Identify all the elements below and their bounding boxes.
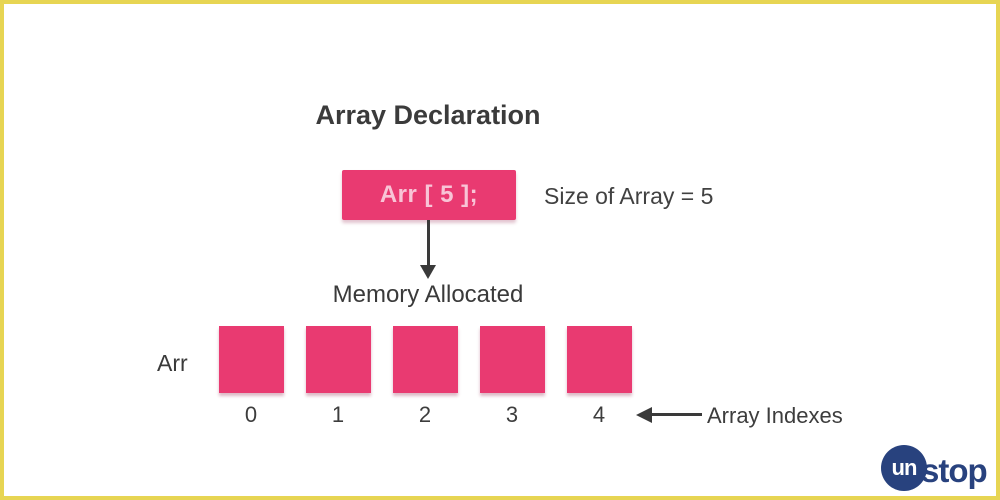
unstop-logo-circle-text: un: [891, 455, 918, 480]
unstop-logo: un stop: [881, 445, 988, 491]
array-cell-1: [306, 326, 371, 393]
index-label-1: 1: [331, 402, 345, 427]
index-label-3: 3: [505, 402, 519, 427]
memory-allocated-label: Memory Allocated: [332, 281, 524, 308]
index-label-4: 4: [592, 402, 606, 427]
array-cell-2: [393, 326, 458, 393]
index-label-2: 2: [418, 402, 432, 427]
down-arrow-head-icon: [420, 265, 436, 279]
array-cell-4: [567, 326, 632, 393]
down-arrow-icon: [427, 220, 430, 266]
left-arrow-icon: [650, 413, 702, 416]
declaration-box: Arr [ 5 ];: [342, 170, 516, 220]
size-of-array-label: Size of Array = 5: [544, 183, 714, 209]
array-cell-0: [219, 326, 284, 393]
array-cell-3: [480, 326, 545, 393]
array-name-label: Arr: [157, 350, 188, 376]
unstop-logo-suffix-text: stop: [921, 451, 988, 489]
page-title: Array Declaration: [315, 100, 541, 130]
unstop-logo-circle-icon: un: [881, 445, 927, 491]
left-arrow-head-icon: [636, 407, 652, 423]
declaration-box-label: Arr [ 5 ];: [379, 181, 479, 208]
index-label-0: 0: [244, 402, 258, 427]
array-indexes-label: Array Indexes: [707, 403, 843, 428]
